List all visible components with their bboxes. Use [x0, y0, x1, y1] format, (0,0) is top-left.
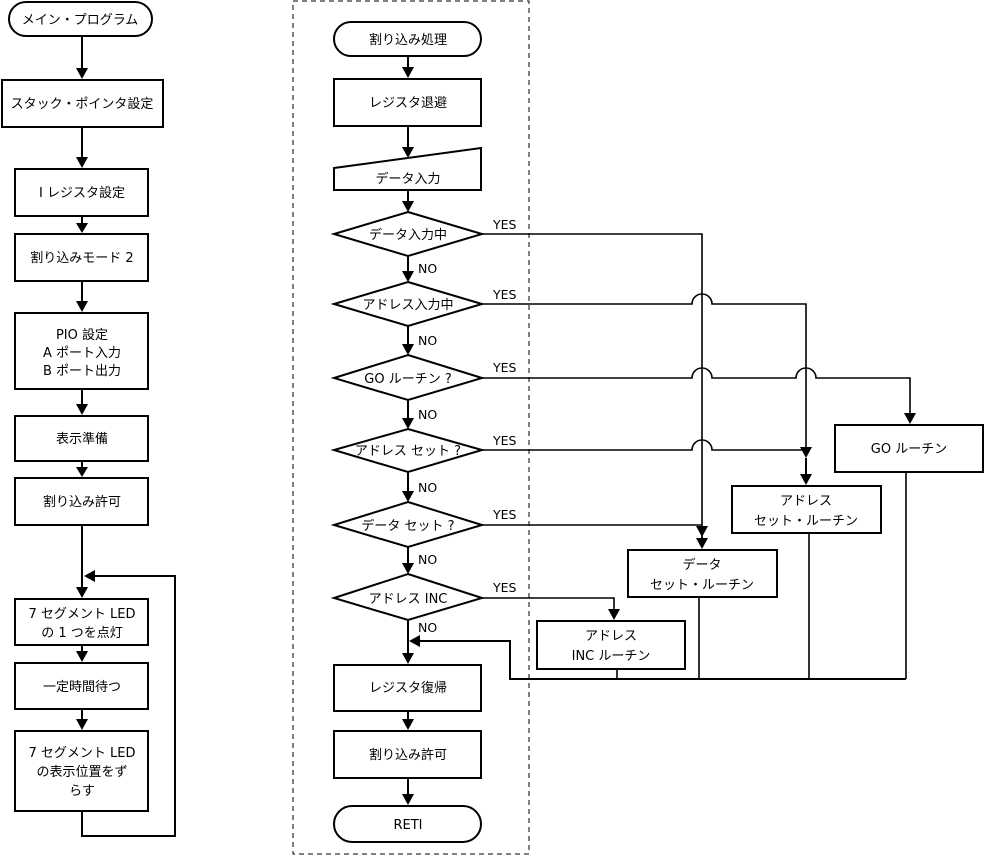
- yes-label-3: YES: [492, 360, 517, 375]
- step-shift-line2: の表示位置をず: [36, 765, 127, 780]
- svg-text:データ セット ?: データ セット ?: [361, 518, 454, 534]
- decision-address-set: アドレス セット ?: [330, 427, 486, 474]
- register-save: [333, 78, 482, 127]
- address-set-line2: セット・ルーチン: [754, 514, 858, 529]
- address-inc-line2: INC ルーチン: [572, 649, 651, 664]
- step-pio-line3: B ポート出力: [43, 364, 121, 379]
- step-display-prep-label: 表示準備: [56, 431, 108, 447]
- svg-text:アドレス入力中: アドレス入力中: [362, 298, 453, 313]
- step-interrupt-enable-label: 割り込み許可: [43, 494, 121, 510]
- main-start-terminal: [8, 1, 153, 37]
- register-save-label: レジスタ退避: [369, 96, 447, 111]
- go-routine-box: [834, 424, 984, 473]
- yes-label-2: YES: [492, 287, 517, 302]
- yes-label-5: YES: [492, 507, 517, 522]
- address-set-line1: アドレス: [780, 494, 832, 509]
- step-interrupt-mode-label: 割り込みモード 2: [30, 250, 133, 266]
- step-interrupt-mode: [14, 233, 149, 282]
- step-pio-line1: PIO 設定: [56, 327, 108, 343]
- data-input-shape: [333, 146, 482, 191]
- step-led-on: [14, 598, 149, 646]
- step-shift-line3: らす: [69, 784, 95, 799]
- reti-terminal: [333, 805, 482, 843]
- svg-text:アドレス セット ?: アドレス セット ?: [355, 444, 461, 459]
- step-pio-line2: A ポート入力: [43, 346, 121, 361]
- interrupt-start-label: 割り込み処理: [369, 32, 447, 48]
- step-stack-pointer-label: スタック・ポインタ設定: [11, 96, 154, 112]
- svg-text:データ入力中: データ入力中: [369, 227, 447, 243]
- no-label-6: NO: [418, 620, 437, 635]
- data-set-routine-box: [627, 549, 778, 598]
- svg-text:GO ルーチン ?: GO ルーチン ?: [364, 372, 451, 387]
- register-restore-label: レジスタ復帰: [369, 680, 447, 696]
- decision-go-routine: GO ルーチン ?: [330, 353, 486, 402]
- yes-label-6: YES: [492, 580, 517, 595]
- decision-address-inputting: アドレス入力中: [330, 280, 486, 328]
- yes-label-1: YES: [492, 217, 517, 232]
- step-shift-display: [14, 730, 149, 812]
- address-set-routine-box: [731, 485, 882, 534]
- step-stack-pointer: [1, 79, 164, 128]
- data-set-line2: セット・ルーチン: [650, 578, 754, 593]
- no-label-3: NO: [418, 407, 437, 422]
- decision-data-set: データ セット ?: [330, 500, 486, 549]
- go-routine-label: GO ルーチン: [871, 442, 947, 457]
- data-set-line1: データ: [682, 557, 721, 573]
- step-wait: [14, 662, 149, 710]
- data-input-label: データ入力: [375, 171, 440, 187]
- interrupt-enable-label: 割り込み許可: [369, 747, 447, 763]
- main-start-label: メイン・プログラム: [22, 13, 139, 28]
- no-label-5: NO: [418, 552, 437, 567]
- step-pio-setup: [14, 312, 149, 390]
- step-led-on-line1: 7 セグメント LED: [28, 607, 135, 622]
- no-label-4: NO: [418, 480, 437, 495]
- decision-address-inc: アドレス INC: [330, 572, 486, 622]
- interrupt-enable-step: [333, 730, 482, 779]
- step-i-register-label: I レジスタ設定: [39, 185, 125, 201]
- step-led-on-line2: の 1 つを点灯: [41, 626, 123, 641]
- interrupt-frame: [292, 0, 530, 855]
- register-restore: [333, 664, 482, 712]
- no-label-2: NO: [418, 333, 437, 348]
- step-wait-label: 一定時間待つ: [43, 680, 121, 695]
- no-label-1: NO: [418, 261, 437, 276]
- address-inc-routine-box: [536, 620, 686, 670]
- address-inc-line1: アドレス: [585, 629, 637, 644]
- step-shift-line1: 7 セグメント LED: [28, 746, 135, 761]
- yes-label-4: YES: [492, 433, 517, 448]
- svg-text:アドレス INC: アドレス INC: [369, 592, 448, 607]
- reti-label: RETI: [393, 818, 422, 833]
- decision-data-inputting: データ入力中: [330, 210, 486, 258]
